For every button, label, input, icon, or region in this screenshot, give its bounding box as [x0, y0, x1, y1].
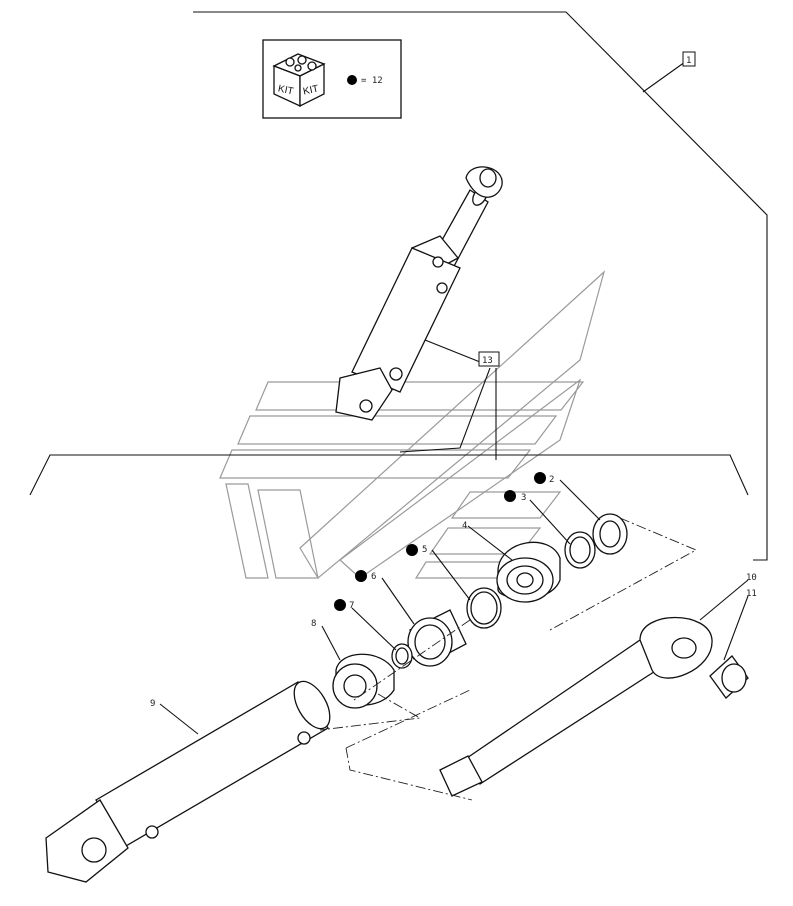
kit-legend-text: = 12 [361, 76, 383, 86]
bracket-lines [29, 11, 768, 561]
callout-10: 10 [746, 573, 757, 583]
kit-box-icon [272, 53, 326, 108]
part-2-ring [592, 513, 628, 555]
assembled-cylinder [335, 166, 503, 421]
assembly-lines [319, 517, 698, 801]
callout-8: 8 [311, 619, 316, 629]
kit-dot-icon [347, 75, 357, 85]
callout-2: 2 [549, 475, 554, 485]
callout-3: 3 [521, 493, 526, 503]
callout-11: 11 [746, 589, 757, 599]
kit-label-left: KIT [277, 83, 295, 97]
part-6-sleeve [407, 609, 467, 667]
callout-6: 6 [371, 572, 376, 582]
callout-numbers: 2 3 4 5 6 7 8 9 10 11 [150, 475, 757, 709]
callout-5: 5 [422, 545, 427, 555]
callout-13-box: 13 [478, 351, 500, 367]
callout-13: 13 [482, 356, 493, 366]
kit-dot-icon [334, 599, 346, 611]
kit-markers [334, 472, 546, 611]
kit-legend: KIT KIT = 12 [262, 39, 402, 119]
kit-label-right: KIT [302, 84, 320, 98]
kit-dot-icon [504, 490, 516, 502]
callout-1-box: 1 [682, 51, 696, 67]
part-7-ring [391, 643, 413, 669]
kit-dot-icon [534, 472, 546, 484]
leader-lines [159, 479, 749, 735]
part-9-barrel [45, 680, 331, 883]
callout-9: 9 [150, 699, 155, 709]
callout-4: 4 [462, 521, 467, 531]
part-10-rod [439, 616, 713, 797]
part-11-bushing [709, 655, 749, 699]
callout-7: 7 [349, 601, 354, 611]
kit-dot-icon [406, 544, 418, 556]
part-4-piston [496, 541, 561, 603]
part-5-oring [466, 587, 502, 629]
part-8-gland [332, 653, 395, 709]
callout-1: 1 [686, 56, 691, 66]
kit-dot-icon [355, 570, 367, 582]
part-3-ring [564, 531, 596, 569]
